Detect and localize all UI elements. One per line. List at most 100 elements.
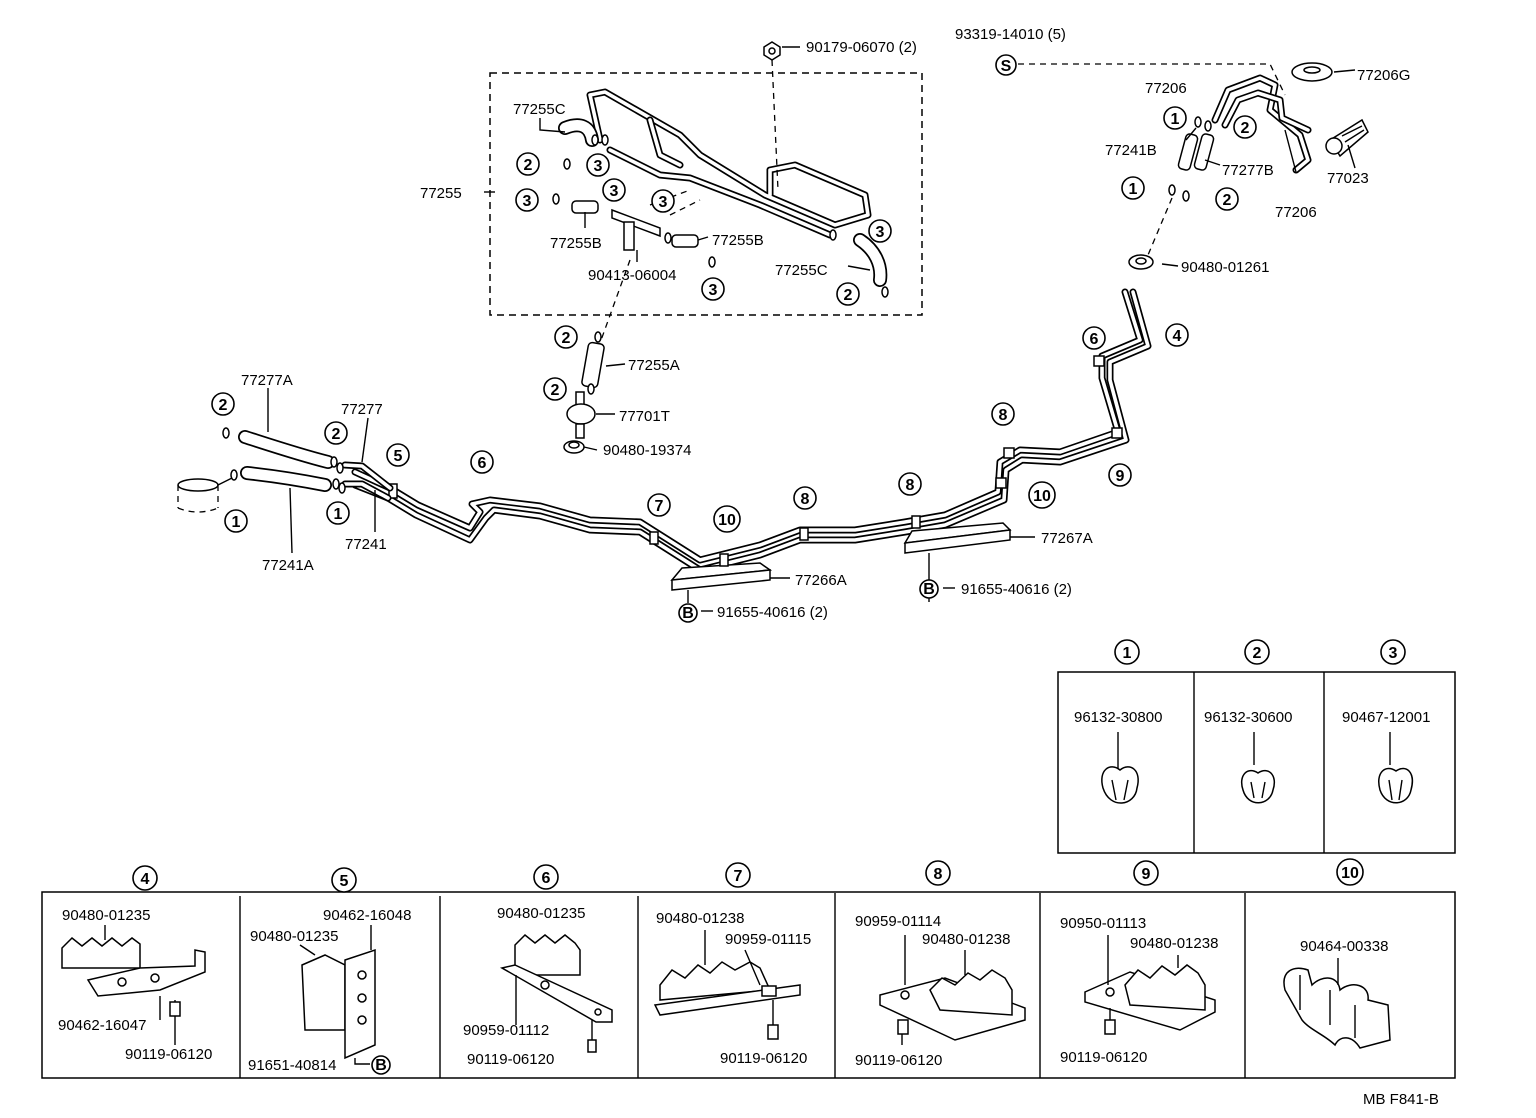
callout-1: 1 <box>326 501 350 525</box>
hose-77255C-top <box>558 118 599 147</box>
assembly-8-part-2: 90480-01238 <box>922 931 1010 948</box>
callout-2: 2 <box>543 377 567 401</box>
svg-text:2: 2 <box>844 287 853 304</box>
legend-part-3: 90467-12001 <box>1342 709 1430 726</box>
assembly-4: 4 90480-01235 90462-16047 90119-06120 <box>58 865 212 1063</box>
callout-2: 2 <box>324 421 348 445</box>
svg-text:2: 2 <box>524 157 533 174</box>
callout-b: B <box>371 1055 391 1075</box>
svg-text:2: 2 <box>1253 645 1262 662</box>
svg-text:B: B <box>375 1057 387 1074</box>
assembly-9-part-3: 90119-06120 <box>1060 1049 1147 1066</box>
assembly-5-part-1: 90462-16048 <box>323 907 411 924</box>
svg-text:3: 3 <box>709 282 718 299</box>
label-77241A: 77241A <box>262 557 314 574</box>
svg-text:8: 8 <box>999 407 1008 424</box>
assembly-7-part-3: 90119-06120 <box>720 1050 807 1067</box>
callout-7: 7 <box>647 493 671 517</box>
svg-text:2: 2 <box>551 382 560 399</box>
svg-text:7: 7 <box>734 868 743 885</box>
hose-77241A <box>240 466 332 492</box>
label-77255: 77255 <box>420 185 462 202</box>
legend-item-3: 3 90467-12001 <box>1342 639 1430 804</box>
label-77255B-right: 77255B <box>712 232 764 249</box>
label-93319-14010: 93319-14010 (5) <box>955 26 1066 43</box>
callout-10: 10 <box>713 505 741 533</box>
assembly-6-part-1: 90480-01235 <box>497 905 585 922</box>
label-77277A: 77277A <box>241 372 293 389</box>
svg-text:10: 10 <box>1033 488 1051 505</box>
svg-text:1: 1 <box>1123 645 1132 662</box>
pipe-77277 <box>341 461 394 492</box>
assembly-9-part-1: 90950-01113 <box>1060 915 1146 932</box>
svg-text:3: 3 <box>1389 645 1398 662</box>
callout-1: 1 <box>224 509 248 533</box>
svg-text:1: 1 <box>232 514 241 531</box>
legend-part-2: 96132-30600 <box>1204 709 1292 726</box>
legend-item-1: 1 96132-30800 <box>1074 639 1162 804</box>
leader-dashed-center <box>599 259 631 344</box>
callout-8: 8 <box>991 402 1015 426</box>
label-77277B: 77277B <box>1222 162 1274 179</box>
svg-text:2: 2 <box>332 426 341 443</box>
callout-4: 4 <box>1165 323 1189 347</box>
clamp-legend: 1 96132-30800 2 96132-30600 3 90467-1200… <box>1057 639 1456 854</box>
label-90179-06070: 90179-06070 (2) <box>806 39 917 56</box>
callout-3: 3 <box>701 277 725 301</box>
small-clips-right <box>1168 116 1212 202</box>
assembly-7-part-1: 90480-01238 <box>656 910 744 927</box>
assembly-6-part-2: 90959-01112 <box>463 1022 549 1039</box>
label-77267A: 77267A <box>1041 530 1093 547</box>
callout-2: 2 <box>554 325 578 349</box>
label-77241B: 77241B <box>1105 142 1157 159</box>
assembly-8-part-3: 90119-06120 <box>855 1052 942 1069</box>
label-77255B-left: 77255B <box>550 235 602 252</box>
label-77206G: 77206G <box>1357 67 1410 84</box>
hose-77255C-bottom <box>853 233 888 287</box>
pipe-clamp-marks <box>388 355 1123 567</box>
label-90413-06004: 90413-06004 <box>588 267 676 284</box>
callout-1: 1 <box>1121 176 1145 200</box>
assembly-9: 9 90950-01113 90480-01238 90119-06120 <box>1060 860 1218 1066</box>
assembly-5: 5 90462-16048 90480-01235 91651-40814 B <box>248 867 411 1075</box>
svg-text:B: B <box>682 605 694 622</box>
assembly-5-part-3: 91651-40814 <box>248 1057 336 1074</box>
bracket-77267A <box>903 522 1012 554</box>
assembly-4-part-1: 90480-01235 <box>62 907 150 924</box>
callout-2: 2 <box>211 392 235 416</box>
label-77266A: 77266A <box>795 572 847 589</box>
svg-text:8: 8 <box>801 491 810 508</box>
svg-text:4: 4 <box>1173 328 1182 345</box>
assembly-7: 7 90480-01238 90959-01115 90119-06120 <box>653 862 811 1067</box>
tee-90413-06004 <box>611 208 661 251</box>
svg-text:2: 2 <box>562 330 571 347</box>
svg-text:6: 6 <box>542 870 551 887</box>
label-90480-01261: 90480-01261 <box>1181 259 1269 276</box>
assembly-5-part-2: 90480-01235 <box>250 928 338 945</box>
label-90480-19374: 90480-19374 <box>603 442 691 459</box>
svg-text:3: 3 <box>610 183 619 200</box>
assembly-6-part-3: 90119-06120 <box>467 1051 554 1068</box>
label-77701T: 77701T <box>619 408 670 425</box>
svg-text:5: 5 <box>340 873 349 890</box>
label-77206-bottom: 77206 <box>1275 204 1317 221</box>
label-91655-40616-b: 91655-40616 (2) <box>961 581 1072 598</box>
grommet-90480-19374 <box>563 440 585 454</box>
label-77255A: 77255A <box>628 357 680 374</box>
svg-text:2: 2 <box>1223 192 1232 209</box>
callout-10: 10 <box>1028 481 1056 509</box>
assembly-9-part-2: 90480-01238 <box>1130 935 1218 952</box>
callout-3: 3 <box>586 153 610 177</box>
leader-lines <box>267 46 1356 612</box>
callout-6: 6 <box>470 450 494 474</box>
pipe-77241 <box>341 480 392 502</box>
callout-3: 3 <box>602 178 626 202</box>
assembly-77255-box <box>489 72 923 316</box>
hose-77255B-right <box>671 234 699 248</box>
callout-6: 6 <box>1082 326 1106 350</box>
svg-text:5: 5 <box>394 448 403 465</box>
assembly-8: 8 90959-01114 90480-01238 90119-06120 <box>855 860 1026 1069</box>
svg-text:1: 1 <box>334 506 343 523</box>
svg-text:2: 2 <box>1241 120 1250 137</box>
pipe-77206 <box>1211 74 1312 174</box>
